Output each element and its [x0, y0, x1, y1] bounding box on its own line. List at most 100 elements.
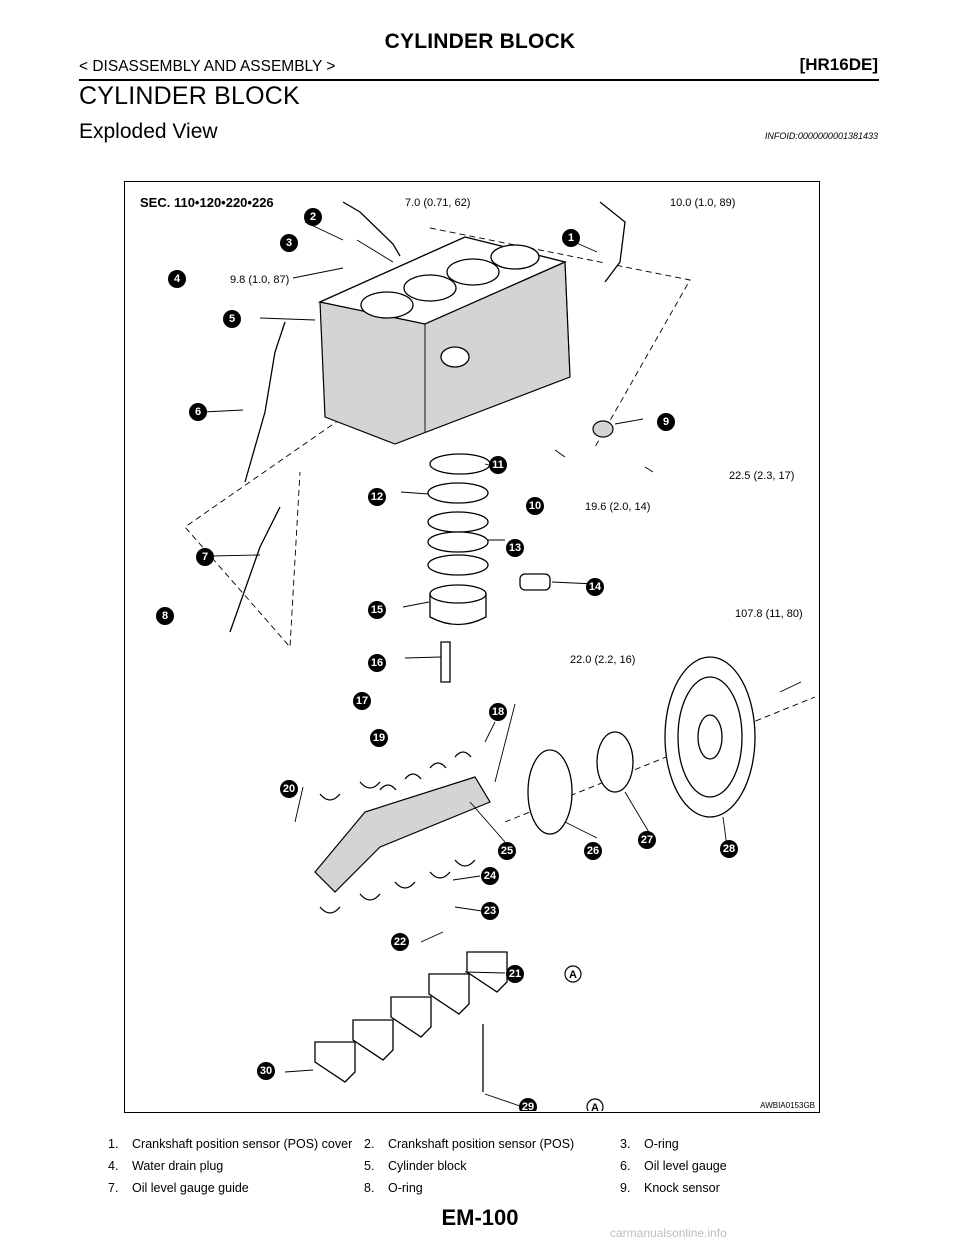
watermark: carmanualsonline.info	[610, 1226, 727, 1240]
badge-6: 6	[189, 403, 207, 421]
crankshaft-drawing	[314, 776, 491, 893]
pos-sensor-drawing	[342, 201, 401, 257]
badge-30: 30	[257, 1062, 275, 1080]
legend-item: 6.Oil level gauge	[620, 1159, 727, 1173]
legend-item: 2.Crankshaft position sensor (POS)	[364, 1137, 575, 1151]
badge-9: 9	[657, 413, 675, 431]
badge-4: 4	[168, 270, 186, 288]
legend-row: 1.Crankshaft position sensor (POS) cover…	[108, 1133, 868, 1155]
badge-24: 24	[481, 867, 499, 885]
svg-text:8: 8	[162, 610, 168, 622]
badge-13: 13	[506, 539, 524, 557]
badge-18: 18	[489, 703, 507, 721]
badge-10: 10	[526, 497, 544, 515]
svg-text:10: 10	[529, 500, 541, 512]
knock-sensor-drawing	[592, 420, 614, 438]
svg-text:12: 12	[371, 491, 383, 503]
exploded-view-diagram: SEC. 110•120•220•226	[140, 195, 816, 1111]
svg-text:9: 9	[663, 416, 669, 428]
legend-item: 5.Cylinder block	[364, 1159, 467, 1173]
svg-text:24: 24	[484, 870, 497, 882]
legend-item: 1.Crankshaft position sensor (POS) cover	[108, 1137, 353, 1151]
torque-spec-2: 10.0 (1.0, 89)	[670, 197, 735, 209]
engine-code: [HR16DE]	[799, 55, 878, 74]
torque-spec-6: 107.8 (11, 80)	[735, 608, 803, 620]
bearing-shells-drawing	[319, 751, 476, 914]
badge-8: 8	[156, 607, 174, 625]
piston-assembly-drawing	[427, 453, 551, 683]
svg-text:2: 2	[310, 211, 316, 223]
legend-item: 8.O-ring	[364, 1181, 423, 1195]
badge-21: 21	[506, 965, 524, 983]
svg-text:23: 23	[484, 905, 496, 917]
sensor-boundary-line	[429, 227, 691, 448]
legend-row: 7.Oil level gauge guide 8.O-ring 9.Knock…	[108, 1177, 868, 1199]
oil-seal-drawing	[596, 731, 634, 793]
header-rule	[79, 79, 879, 81]
oil-gauge-drawing	[244, 321, 286, 483]
ref-letter-a-2: A	[591, 1102, 599, 1111]
sensor-cover-drawing	[599, 201, 626, 283]
oil-gauge-guide-drawing	[229, 506, 281, 633]
badge-2: 2	[304, 208, 322, 226]
svg-text:16: 16	[371, 657, 383, 669]
signal-plate-drawing	[527, 749, 573, 835]
svg-text:26: 26	[587, 845, 599, 857]
svg-text:28: 28	[723, 843, 735, 855]
svg-text:11: 11	[492, 459, 504, 471]
badge-1: 1	[562, 229, 580, 247]
sec-label: SEC. 110•120•220•226	[140, 195, 274, 210]
torque-specs: 7.0 (0.71, 62) 10.0 (1.0, 89) 9.8 (1.0, …	[230, 197, 803, 666]
flywheel-drawing	[664, 656, 756, 818]
svg-text:19: 19	[373, 732, 385, 744]
svg-text:27: 27	[641, 834, 653, 846]
section-title: CYLINDER BLOCK	[79, 82, 300, 110]
svg-text:20: 20	[283, 783, 295, 795]
badge-5: 5	[223, 310, 241, 328]
badge-15: 15	[368, 601, 386, 619]
svg-text:18: 18	[492, 706, 504, 718]
badge-19: 19	[370, 729, 388, 747]
svg-text:1: 1	[568, 232, 574, 244]
badge-14: 14	[586, 578, 604, 596]
breadcrumb: < DISASSEMBLY AND ASSEMBLY >	[79, 58, 336, 75]
svg-text:14: 14	[589, 581, 602, 593]
badge-29: 29	[519, 1098, 537, 1111]
legend-item: 4.Water drain plug	[108, 1159, 224, 1173]
svg-text:30: 30	[260, 1065, 272, 1077]
badge-20: 20	[280, 780, 298, 798]
legend-item: 7.Oil level gauge guide	[108, 1181, 249, 1195]
legend-item: 3.O-ring	[620, 1137, 679, 1151]
svg-text:25: 25	[501, 845, 513, 857]
figure-code: AWBIA0153GB	[760, 1101, 815, 1110]
gauge-boundary-line	[184, 401, 366, 649]
svg-text:4: 4	[174, 273, 181, 285]
badge-22: 22	[391, 933, 409, 951]
badge-11: 11	[489, 456, 507, 474]
svg-text:15: 15	[371, 604, 383, 616]
badge-16: 16	[368, 654, 386, 672]
page-number: EM-100	[441, 1205, 519, 1230]
badge-28: 28	[720, 840, 738, 858]
torque-spec-1: 7.0 (0.71, 62)	[405, 197, 470, 209]
exploded-view-figure: SEC. 110•120•220•226	[124, 181, 820, 1113]
cylinder-block-drawing	[317, 236, 571, 445]
svg-text:13: 13	[509, 542, 521, 554]
torque-spec-5: 19.6 (2.0, 14)	[585, 501, 650, 513]
info-id: INFOID:0000000001381433	[764, 131, 878, 141]
torque-spec-7: 22.0 (2.2, 16)	[570, 654, 635, 666]
svg-text:3: 3	[286, 237, 292, 249]
main-bearing-caps-drawing	[314, 951, 508, 1083]
subsection-title: Exploded View	[79, 120, 218, 143]
svg-text:29: 29	[522, 1101, 534, 1111]
ref-letter-badges: A A	[564, 965, 604, 1111]
svg-text:21: 21	[509, 968, 521, 980]
leader-lines	[202, 221, 802, 1107]
part-badges: 1 2 3 4 5 6 7 8 9 10 11 12 13 14 15 16 1…	[156, 208, 738, 1111]
badge-3: 3	[280, 234, 298, 252]
badge-17: 17	[353, 692, 371, 710]
badge-25: 25	[498, 842, 516, 860]
svg-text:6: 6	[195, 406, 201, 418]
badge-23: 23	[481, 902, 499, 920]
badge-7: 7	[196, 548, 214, 566]
